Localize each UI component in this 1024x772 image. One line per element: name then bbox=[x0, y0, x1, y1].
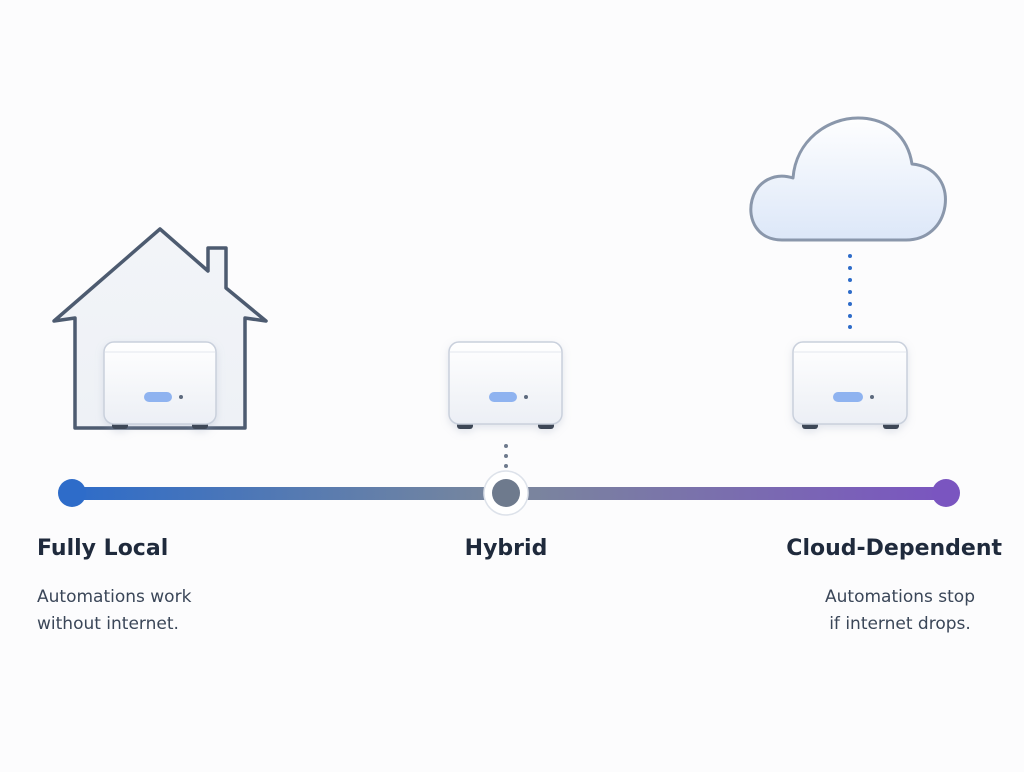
label-hybrid: Hybrid bbox=[464, 536, 548, 561]
hub-device-hybrid bbox=[448, 341, 563, 429]
cloud-icon bbox=[749, 116, 947, 242]
marker-local bbox=[58, 479, 86, 507]
description-cloud-line-1: Automations stop bbox=[825, 587, 975, 607]
marker-hybrid bbox=[483, 470, 529, 516]
marker-cloud bbox=[932, 479, 960, 507]
hybrid-connection-dots bbox=[504, 444, 508, 468]
description-local-line-1: Automations work bbox=[37, 587, 192, 607]
description-local-line-2: without internet. bbox=[37, 614, 179, 634]
description-cloud-line-2: if internet drops. bbox=[829, 614, 971, 634]
cloud-connection-dots bbox=[848, 254, 852, 329]
description-cloud: Automations stop if internet drops. bbox=[825, 584, 975, 638]
hub-device-local bbox=[103, 341, 217, 429]
hub-device-cloud bbox=[792, 341, 908, 429]
label-fully-local: Fully Local bbox=[37, 536, 169, 561]
label-cloud-dependent: Cloud-Dependent bbox=[786, 536, 1002, 561]
description-local: Automations work without internet. bbox=[37, 584, 191, 638]
